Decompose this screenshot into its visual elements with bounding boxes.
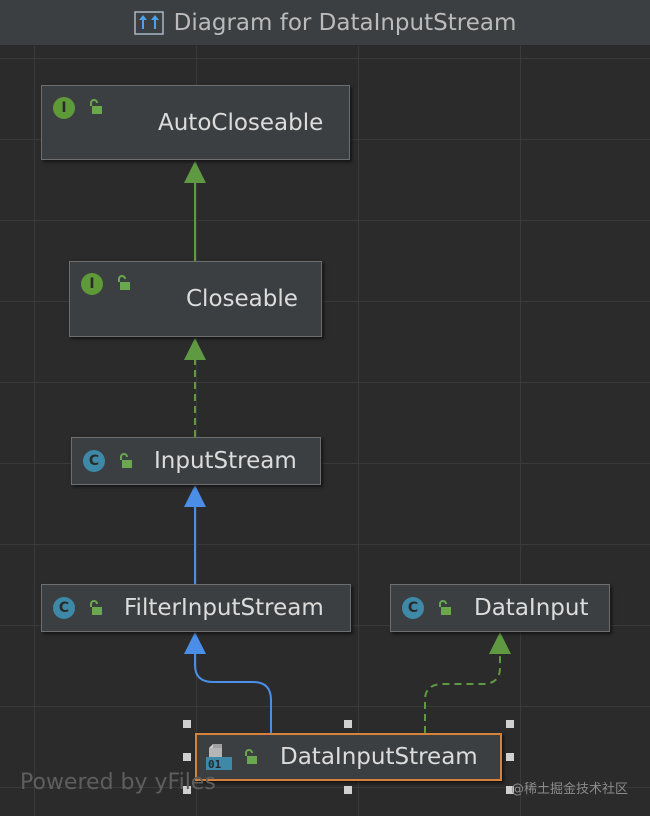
interface-badge-icon: I [81,273,103,295]
selection-handle-mid-right[interactable] [506,753,514,761]
node-datainput[interactable]: C DataInput [390,584,610,632]
node-label: Closeable [186,286,298,312]
arrowhead-filterinputstream [184,632,206,654]
selection-handle-bottom-right[interactable] [506,786,514,794]
lock-open-icon [439,600,451,615]
node-filterinputstream[interactable]: C FilterInputStream [41,584,351,632]
powered-by-footer: Powered by yFiles [20,770,216,795]
binary-icon-text: 01 [208,758,222,771]
class-diagram-icon [133,10,164,35]
selection-handle-bottom-mid[interactable] [344,786,352,794]
node-label: InputStream [154,448,297,474]
selection-handle-mid-left[interactable] [183,753,191,761]
node-datainputstream[interactable]: 01 DataInputStream [195,733,502,781]
arrowhead-autocloseable [184,161,206,183]
node-label: DataInput [474,595,589,621]
arrowhead-closeable [184,338,206,360]
selection-handle-top-right[interactable] [506,720,514,728]
interface-badge-icon: I [53,97,75,119]
class-badge-icon: C [402,597,424,619]
arrowhead-inputstream [184,485,206,507]
class-badge-icon: C [83,450,105,472]
node-inputstream[interactable]: C InputStream [71,437,321,485]
node-autocloseable[interactable]: I AutoCloseable [41,85,350,160]
node-label: FilterInputStream [124,595,324,621]
diagram-title: Diagram for DataInputStream [173,9,517,36]
lock-open-icon [118,275,130,290]
lock-open-icon [245,749,257,764]
selection-handle-top-left[interactable] [183,720,191,728]
lock-open-icon [90,99,102,114]
diagram-canvas[interactable] [0,46,650,816]
node-closeable[interactable]: I Closeable [69,261,322,337]
selection-handle-top-mid[interactable] [344,720,352,728]
edge-datainputstream-datainput [424,654,501,733]
selection-handle-bottom-left[interactable] [183,786,191,794]
diagram-title-bar: Diagram for DataInputStream [0,0,650,46]
lock-open-icon [90,600,102,615]
arrowhead-datainput [489,632,511,654]
lock-open-icon [120,453,132,468]
class-badge-icon: C [53,597,75,619]
node-label: DataInputStream [280,744,478,770]
binary-file-icon: 01 [206,744,232,771]
watermark: @稀土掘金技术社区 [510,782,628,797]
edge-datainputstream-filterinputstream [194,654,272,733]
node-label: AutoCloseable [158,110,324,136]
